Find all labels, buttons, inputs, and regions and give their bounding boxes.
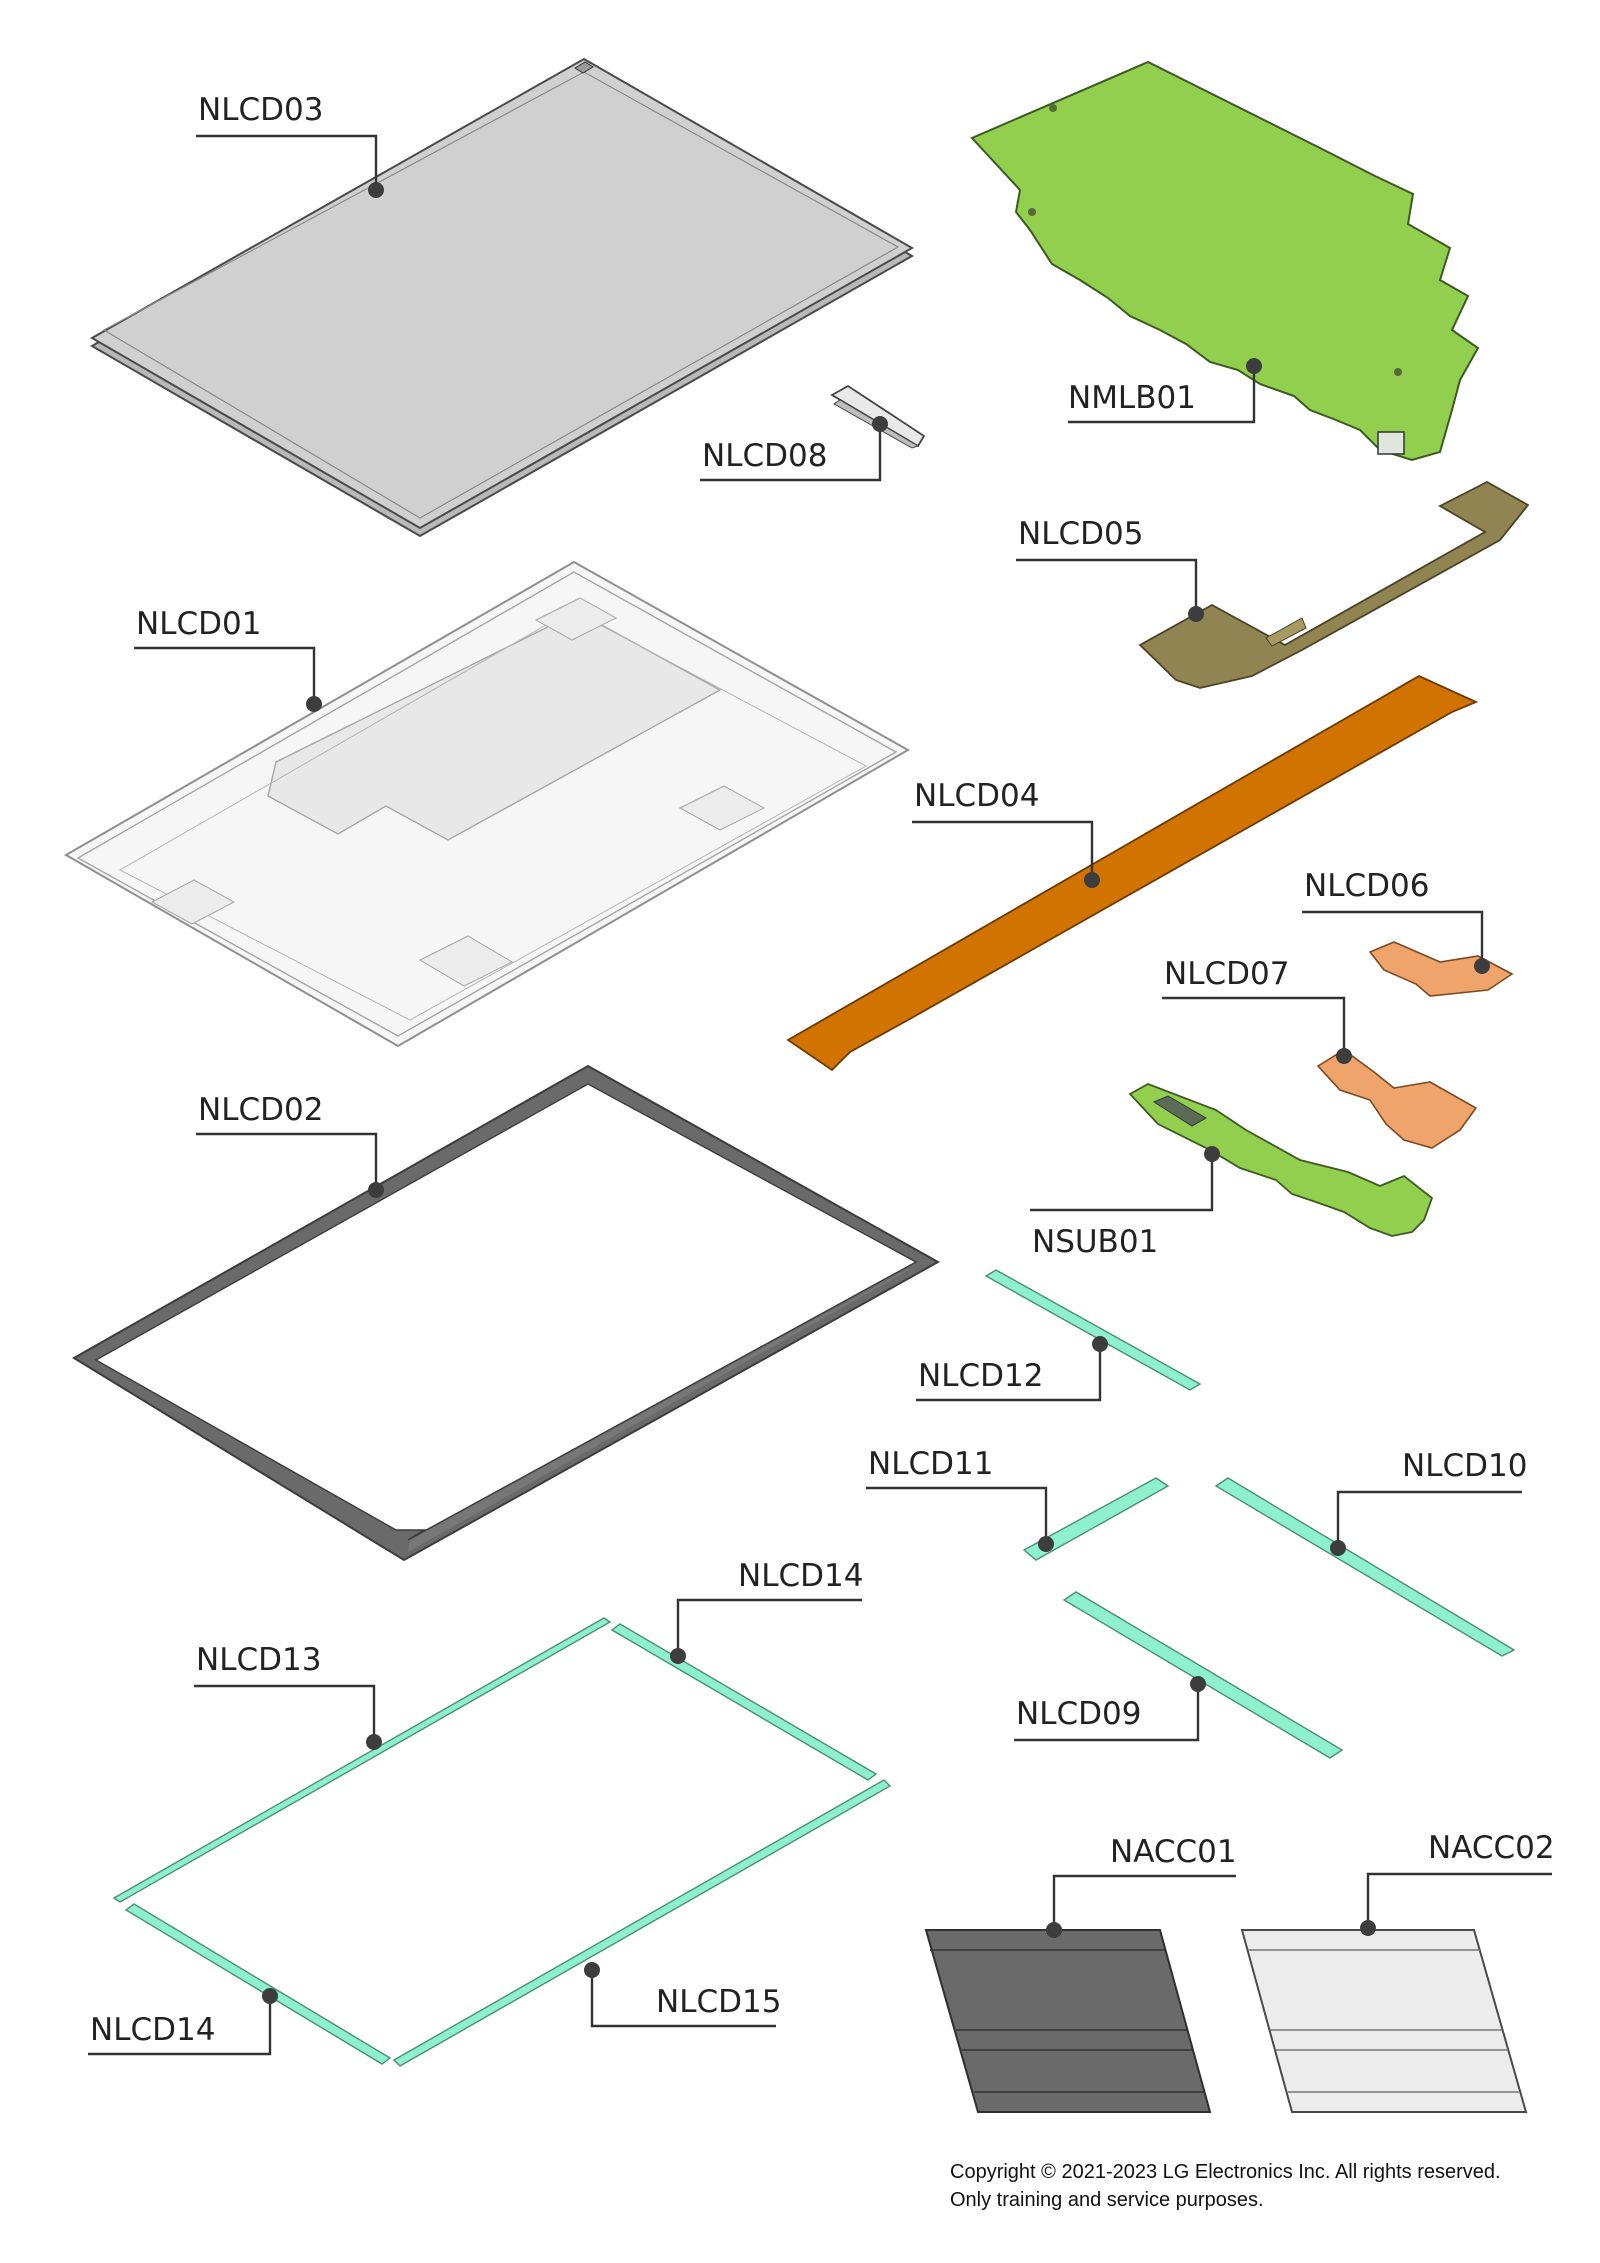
- callout-nlcd14-lower: NLCD14: [88, 1988, 278, 2056]
- callout-nacc02: NACC02: [1360, 1830, 1555, 1936]
- callout-dot: [1046, 1922, 1062, 1938]
- callout-nmlb01: NMLB01: [1068, 358, 1262, 424]
- callout-label: NLCD14: [738, 1558, 863, 1594]
- callout-nacc01: NACC01: [1046, 1834, 1237, 1938]
- callout-label: NLCD10: [1402, 1448, 1527, 1484]
- callout-nlcd09: NLCD09: [1014, 1676, 1206, 1742]
- callout-label: NLCD14: [90, 2012, 215, 2048]
- callout-dot: [1336, 1048, 1352, 1064]
- part-nlcd07-flex: [1316, 1049, 1478, 1149]
- callout-nlcd14-upper: NLCD14: [670, 1558, 863, 1664]
- callout-dot: [366, 1734, 382, 1750]
- part-nlcd01-middle-frame: [63, 560, 911, 1048]
- callout-label: NLCD08: [702, 438, 827, 474]
- callout-label: NLCD12: [918, 1358, 1043, 1394]
- copyright-line-1: Copyright © 2021-2023 LG Electronics Inc…: [950, 2161, 1501, 2183]
- callout-label: NACC02: [1428, 1830, 1555, 1866]
- part-nacc02-cover-light: [1240, 1929, 1528, 2113]
- part-nlcd12-tape: [984, 1269, 1202, 1391]
- callout-label: NLCD01: [136, 606, 261, 642]
- callout-nlcd11: NLCD11: [866, 1446, 1054, 1552]
- part-nlcd14-tape-lower: [124, 1903, 392, 2065]
- callout-label: NLCD13: [196, 1642, 321, 1678]
- callout-label: NSUB01: [1032, 1224, 1158, 1260]
- callout-nlcd15: NLCD15: [584, 1962, 781, 2028]
- callout-dot: [262, 1988, 278, 2004]
- callout-label: NLCD02: [198, 1092, 323, 1128]
- callout-label: NLCD07: [1164, 956, 1289, 992]
- callout-label: NACC01: [1110, 1834, 1237, 1870]
- callout-dot: [1360, 1920, 1376, 1936]
- callout-label: NLCD05: [1018, 516, 1143, 552]
- part-nlcd13-tape: [112, 1617, 612, 1903]
- callout-nlcd02: NLCD02: [196, 1092, 384, 1198]
- part-nlcd02-bezel: [72, 1064, 941, 1562]
- callout-dot: [368, 182, 384, 198]
- callout-nlcd01: NLCD01: [134, 606, 322, 712]
- part-nlcd14-tape-upper: [610, 1623, 878, 1781]
- callout-label: NLCD04: [914, 778, 1039, 814]
- callout-dot: [1084, 872, 1100, 888]
- callout-nlcd03: NLCD03: [196, 92, 384, 198]
- callout-dot: [1038, 1536, 1054, 1552]
- callout-label: NMLB01: [1068, 380, 1196, 416]
- callout-dot: [368, 1182, 384, 1198]
- callout-label: NLCD09: [1016, 1696, 1141, 1732]
- part-nlcd10-tape: [1214, 1477, 1516, 1657]
- callout-nlcd08: NLCD08: [700, 416, 888, 482]
- callout-dot: [1190, 1676, 1206, 1692]
- callout-nlcd04: NLCD04: [912, 778, 1100, 888]
- callout-dot: [1204, 1146, 1220, 1162]
- callout-nlcd10: NLCD10: [1330, 1448, 1527, 1556]
- part-nmlb01-main-board: [970, 60, 1480, 462]
- callout-label: NLCD03: [198, 92, 323, 128]
- callout-dot: [1474, 958, 1490, 974]
- part-nlcd15-tape: [392, 1779, 892, 2067]
- callout-dot: [1246, 358, 1262, 374]
- part-nlcd11-tape: [1022, 1477, 1170, 1561]
- callout-label: NLCD06: [1304, 868, 1429, 904]
- callout-dot: [1092, 1336, 1108, 1352]
- copyright-line-2: Only training and service purposes.: [950, 2189, 1264, 2211]
- callout-nlcd05: NLCD05: [1016, 516, 1204, 622]
- callout-dot: [584, 1962, 600, 1978]
- part-nlcd03-lcd-panel: [89, 57, 915, 538]
- callout-label: NLCD15: [656, 1984, 781, 2020]
- part-nacc01-cover-dark: [924, 1929, 1212, 2113]
- part-nlcd04-long-fpc: [786, 674, 1479, 1072]
- callout-label: NLCD11: [868, 1446, 993, 1482]
- callout-dot: [670, 1648, 686, 1664]
- part-nlcd05-fpc: [1138, 480, 1530, 689]
- callout-nlcd06: NLCD06: [1302, 868, 1490, 974]
- callout-dot: [306, 696, 322, 712]
- callout-nlcd12: NLCD12: [916, 1336, 1108, 1402]
- part-nlcd09-tape: [1062, 1591, 1344, 1759]
- callout-dot: [872, 416, 888, 432]
- callout-dot: [1188, 606, 1204, 622]
- callout-dot: [1330, 1540, 1346, 1556]
- callout-nlcd07: NLCD07: [1162, 956, 1352, 1064]
- callout-nlcd13: NLCD13: [194, 1642, 382, 1750]
- callout-nsub01: NSUB01: [1030, 1146, 1220, 1260]
- part-nlcd06-flex: [1368, 941, 1514, 997]
- part-nsub01-sub-board: [1128, 1083, 1434, 1237]
